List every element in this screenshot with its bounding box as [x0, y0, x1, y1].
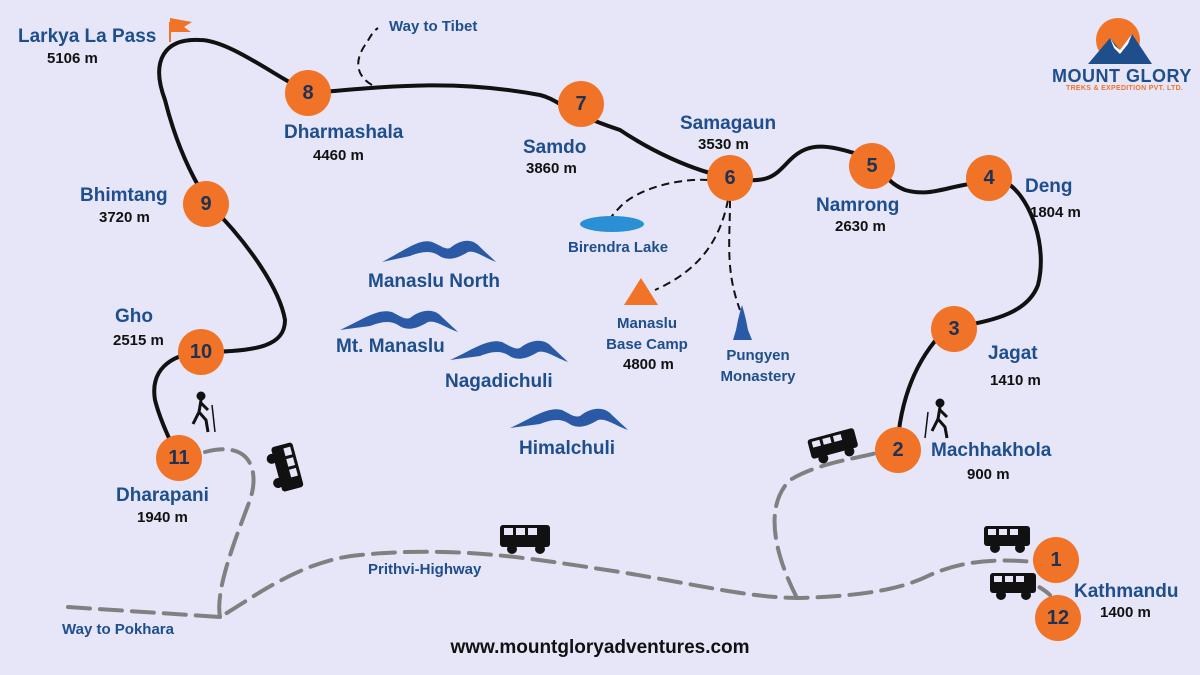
- stop-marker-3: 3: [931, 306, 977, 352]
- place-name-samagaun: Samagaun: [680, 113, 777, 134]
- stop-marker-2: 2: [875, 427, 921, 473]
- place-name-samdo: Samdo: [523, 137, 587, 158]
- stop-marker-11: 11: [156, 435, 202, 481]
- altitude-namrong: 2630 m: [835, 218, 886, 235]
- vehicle-icon: [500, 525, 550, 554]
- altitude-deng: 1804 m: [1030, 204, 1081, 221]
- peak-label-nagadichuli: Nagadichuli: [445, 371, 553, 392]
- altitude-gho: 2515 m: [113, 332, 164, 349]
- stop-marker-8: 8: [285, 70, 331, 116]
- highway-label: Prithvi-Highway: [368, 561, 482, 578]
- trekker-icon: [191, 391, 216, 433]
- logo-subtitle: TREKS & EXPEDITION PVT. LTD.: [1066, 85, 1184, 92]
- road-to-machhakhola: [772, 450, 882, 600]
- lake-icon: [580, 216, 644, 232]
- trek-route: [152, 37, 1043, 460]
- base-camp-line2: Base Camp: [606, 336, 688, 353]
- website-url: www.mountgloryadventures.com: [450, 637, 750, 658]
- highway-road: [66, 549, 1037, 620]
- altitude-bhimtang: 3720 m: [99, 209, 150, 226]
- stop-marker-9: 9: [183, 181, 229, 227]
- peak-label-himalchuli: Himalchuli: [519, 438, 616, 459]
- base-camp-icon: [624, 278, 658, 305]
- flag-icon: [169, 18, 192, 42]
- altitude-samdo: 3860 m: [526, 160, 577, 177]
- place-name-dharmashala: Dharmashala: [284, 122, 404, 143]
- tibet-label: Way to Tibet: [389, 18, 478, 35]
- altitude-kathmandu: 1400 m: [1100, 604, 1151, 621]
- place-name-bhimtang: Bhimtang: [80, 185, 168, 206]
- place-name-namrong: Namrong: [816, 195, 900, 216]
- altitude-samagaun: 3530 m: [698, 136, 749, 153]
- mountain-range-icon: [340, 310, 458, 332]
- place-name-gho: Gho: [115, 306, 153, 327]
- pass-name: Larkya La Pass: [18, 26, 157, 47]
- altitude-dharapani: 1940 m: [137, 509, 188, 526]
- pokhara-label: Way to Pokhara: [62, 621, 174, 638]
- altitude-machhakhola: 900 m: [967, 466, 1010, 483]
- stop-marker-5: 5: [849, 143, 895, 189]
- place-name-machhakhola: Machhakhola: [931, 440, 1052, 461]
- mountain-range-icon: [382, 240, 496, 262]
- place-name-kathmandu: Kathmandu: [1074, 581, 1179, 602]
- monastery-line2: Monastery: [720, 368, 796, 385]
- vehicle-icons: [266, 428, 1036, 600]
- mountain-range-icon: [450, 340, 568, 362]
- peak-label-manaslu-north: Manaslu North: [368, 271, 500, 292]
- peak-label-mt-manaslu: Mt. Manaslu: [336, 336, 445, 357]
- logo-title: MOUNT GLORY: [1052, 66, 1192, 86]
- trail-to-lake: [607, 178, 709, 223]
- place-name-jagat: Jagat: [988, 343, 1038, 364]
- monastery-line1: Pungyen: [726, 347, 790, 364]
- trail-to-monastery: [728, 199, 741, 311]
- trail-to-base-camp: [654, 199, 729, 291]
- vehicle-icon: [990, 573, 1036, 600]
- altitude-dharmashala: 4460 m: [313, 147, 364, 164]
- stop-marker-4: 4: [966, 155, 1012, 201]
- stop-marker-12: 12: [1035, 595, 1081, 641]
- mountain-range-icons: [340, 240, 628, 430]
- place-name-dharapani: Dharapani: [116, 485, 209, 506]
- monastery-icon: [733, 305, 752, 340]
- trekker-icon: [924, 398, 949, 439]
- base-camp-altitude: 4800 m: [623, 356, 674, 373]
- vehicle-icon: [984, 526, 1030, 553]
- stop-marker-6: 6: [707, 155, 753, 201]
- pass-altitude: 5106 m: [47, 50, 98, 67]
- stop-marker-7: 7: [558, 81, 604, 127]
- place-name-deng: Deng: [1025, 176, 1073, 197]
- vehicle-icon: [266, 442, 304, 492]
- road-to-dharapani: [203, 447, 256, 619]
- base-camp-label: Manaslu Base Camp: [605, 313, 689, 355]
- altitude-jagat: 1410 m: [990, 372, 1041, 389]
- base-camp-line1: Manaslu: [616, 315, 677, 332]
- road-network: [66, 447, 1052, 620]
- mountain-range-icon: [510, 408, 628, 430]
- lake-label: Birendra Lake: [568, 239, 669, 256]
- stop-marker-10: 10: [178, 329, 224, 375]
- stop-marker-1: 1: [1033, 537, 1079, 583]
- vehicle-icon: [807, 428, 858, 464]
- logo-mark: [1088, 18, 1152, 64]
- monastery-label: Pungyen Monastery: [710, 345, 806, 387]
- trail-to-tibet: [357, 27, 379, 86]
